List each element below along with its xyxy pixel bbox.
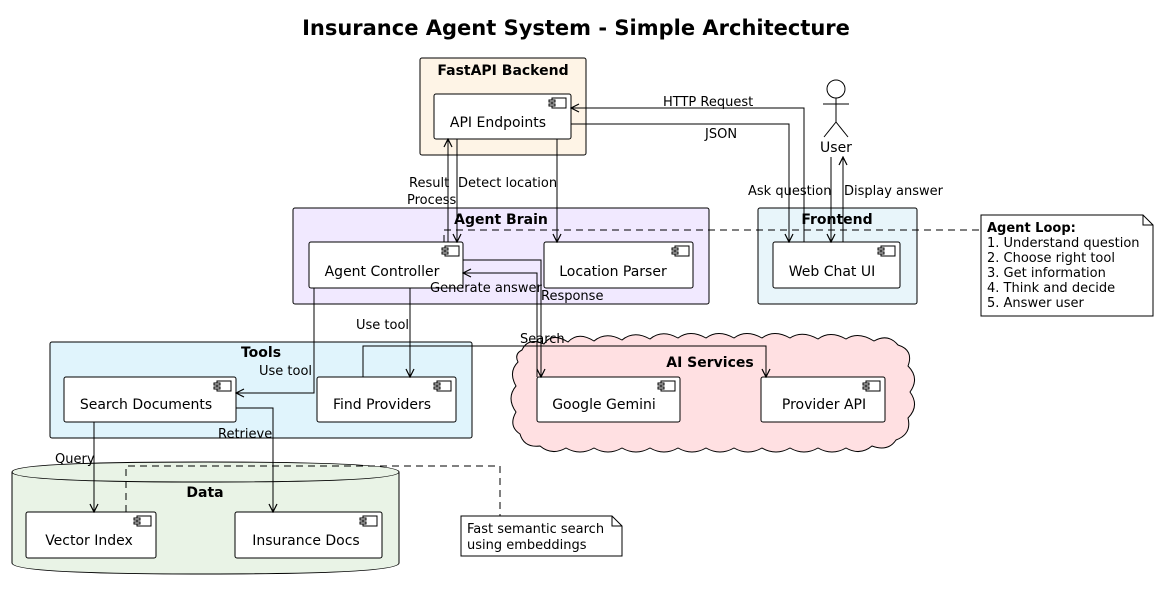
component-icon bbox=[213, 380, 232, 392]
component-agent-controller: Agent Controller bbox=[308, 241, 464, 289]
note-line: Fast semantic search bbox=[467, 522, 604, 537]
component-vector-index: Vector Index bbox=[25, 511, 157, 559]
component-web-chat-ui: Web Chat UI bbox=[772, 241, 901, 289]
note-vector-search: Fast semantic search using embeddings bbox=[460, 515, 623, 557]
component-location-parser: Location Parser bbox=[543, 241, 694, 289]
component-label: API Endpoints bbox=[450, 115, 546, 131]
edge-label: Result bbox=[409, 176, 449, 191]
component-icon bbox=[433, 380, 452, 392]
note-line: using embeddings bbox=[467, 538, 587, 553]
package-title: AI Services bbox=[666, 355, 753, 371]
actor-stick-figure-icon bbox=[823, 79, 849, 138]
edge-label: Use tool bbox=[259, 364, 312, 379]
component-search-documents: Search Documents bbox=[63, 376, 237, 423]
package-title: FastAPI Backend bbox=[437, 63, 568, 79]
component-google-gemini: Google Gemini bbox=[536, 376, 681, 423]
edge-label: Response bbox=[541, 289, 603, 304]
component-label: Find Providers bbox=[333, 397, 431, 413]
component-label: Location Parser bbox=[559, 264, 667, 280]
edge-label: Use tool bbox=[356, 318, 409, 333]
diagram-title: Insurance Agent System - Simple Architec… bbox=[302, 16, 850, 40]
package-title: Data bbox=[186, 485, 223, 501]
edge-label: Display answer bbox=[844, 184, 944, 199]
component-provider-api: Provider API bbox=[760, 376, 886, 423]
package-title: Tools bbox=[241, 345, 281, 361]
component-label: Agent Controller bbox=[325, 264, 440, 280]
edge-json bbox=[571, 123, 789, 242]
edge-label: Retrieve bbox=[218, 427, 272, 442]
component-icon bbox=[133, 515, 152, 527]
note-connector bbox=[443, 229, 981, 242]
edge-generate-answer bbox=[463, 259, 541, 377]
edge-label: Detect location bbox=[458, 176, 557, 191]
component-icon bbox=[877, 245, 896, 257]
note-agent-loop: Agent Loop: 1. Understand question 2. Ch… bbox=[980, 214, 1154, 317]
component-label: Search Documents bbox=[80, 397, 212, 413]
note-line: 4. Think and decide bbox=[987, 281, 1115, 296]
edge-use-tool-search-documents bbox=[236, 288, 315, 393]
component-icon bbox=[657, 380, 676, 392]
edge-label: HTTP Request bbox=[663, 95, 753, 110]
component-label: Insurance Docs bbox=[252, 533, 359, 549]
note-line: 5. Answer user bbox=[987, 296, 1085, 311]
component-icon bbox=[862, 380, 881, 392]
edge-http-request bbox=[571, 108, 805, 242]
component-icon bbox=[441, 245, 460, 257]
edge-label: Ask question bbox=[748, 184, 832, 199]
note-line: 1. Understand question bbox=[987, 236, 1140, 251]
component-label: Google Gemini bbox=[552, 397, 656, 413]
component-label: Provider API bbox=[782, 397, 866, 413]
edge-label: JSON bbox=[704, 127, 737, 142]
edge-label: Search bbox=[520, 332, 565, 347]
edge-response bbox=[463, 273, 538, 377]
package-title: Frontend bbox=[801, 212, 872, 228]
note-connector bbox=[125, 465, 501, 516]
edge-label: Process bbox=[407, 193, 457, 208]
note-line: 2. Choose right tool bbox=[987, 251, 1115, 266]
component-icon bbox=[671, 245, 690, 257]
actor-label: User bbox=[820, 140, 852, 156]
edge-label: Query bbox=[55, 452, 95, 467]
component-icon bbox=[359, 515, 378, 527]
edge-search bbox=[362, 345, 766, 377]
component-icon bbox=[548, 97, 567, 109]
note-line: 3. Get information bbox=[987, 266, 1106, 281]
component-insurance-docs: Insurance Docs bbox=[234, 511, 383, 559]
edge-label: Generate answer bbox=[430, 281, 542, 296]
package-title: Agent Brain bbox=[454, 212, 548, 228]
edge-retrieve bbox=[236, 407, 273, 512]
component-label: Web Chat UI bbox=[789, 264, 876, 280]
note-title: Agent Loop: bbox=[987, 221, 1076, 236]
component-label: Vector Index bbox=[45, 533, 133, 549]
component-api-endpoints: API Endpoints bbox=[433, 93, 572, 140]
component-find-providers: Find Providers bbox=[316, 376, 457, 423]
